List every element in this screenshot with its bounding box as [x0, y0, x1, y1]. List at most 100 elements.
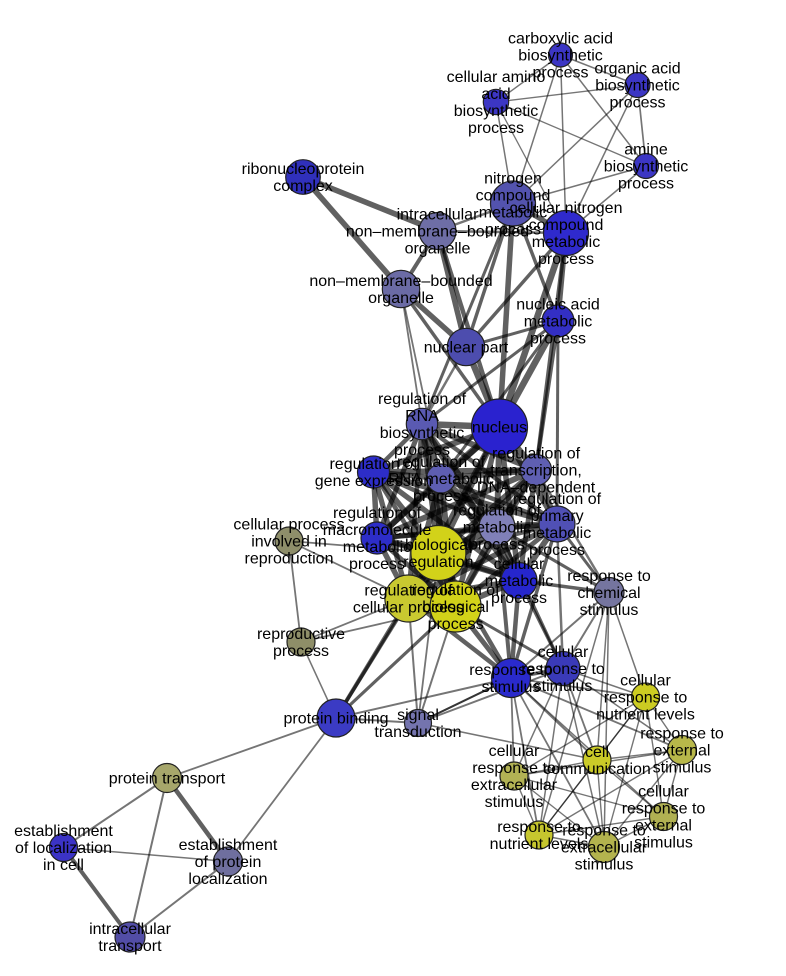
svg-text:external: external [635, 818, 692, 835]
svg-text:stimulus: stimulus [580, 602, 639, 619]
svg-text:in cell: in cell [43, 857, 84, 874]
svg-text:process: process [538, 251, 594, 268]
svg-text:regulation of: regulation of [397, 454, 486, 471]
svg-text:acid: acid [481, 86, 510, 103]
svg-text:response to: response to [521, 661, 605, 678]
svg-text:metabolic: metabolic [485, 573, 553, 590]
svg-text:non–membrane–bounded: non–membrane–bounded [309, 273, 492, 290]
svg-text:extracellular: extracellular [471, 777, 558, 794]
svg-text:cell: cell [585, 744, 609, 761]
svg-text:nucleic acid: nucleic acid [516, 297, 600, 314]
svg-text:primary: primary [530, 508, 583, 525]
svg-text:stimulus: stimulus [534, 678, 593, 695]
svg-text:stimulus: stimulus [575, 857, 634, 874]
svg-text:signal: signal [397, 707, 439, 724]
svg-text:of protein: of protein [195, 854, 262, 871]
svg-text:regulation: regulation [403, 554, 473, 571]
svg-text:response to: response to [562, 823, 646, 840]
svg-text:nucleus: nucleus [472, 420, 527, 437]
svg-text:reproductive: reproductive [257, 626, 345, 643]
svg-text:process: process [485, 222, 541, 239]
svg-text:regulation of: regulation of [492, 446, 581, 463]
svg-text:process: process [609, 95, 665, 112]
svg-text:cellular process: cellular process [233, 517, 344, 534]
svg-text:process: process [491, 590, 547, 607]
svg-text:intracellular: intracellular [89, 921, 171, 938]
svg-text:extracellular: extracellular [561, 840, 648, 857]
svg-text:regulation of: regulation of [329, 456, 418, 473]
svg-text:cellular amino: cellular amino [447, 69, 546, 86]
svg-text:amine: amine [624, 142, 668, 159]
svg-text:response to: response to [469, 662, 553, 679]
svg-text:organic acid: organic acid [594, 61, 680, 78]
svg-text:response to: response to [472, 760, 556, 777]
svg-text:regulation of: regulation of [364, 583, 453, 600]
svg-text:response to: response to [640, 726, 724, 743]
svg-text:regulation of: regulation of [453, 503, 542, 520]
svg-text:metabolic: metabolic [524, 314, 592, 331]
svg-text:non–membrane–bounded: non–membrane–bounded [346, 224, 529, 241]
svg-text:cellular process: cellular process [353, 600, 464, 617]
svg-text:transport: transport [98, 938, 162, 955]
svg-text:compound: compound [529, 217, 604, 234]
svg-text:regulation of: regulation of [513, 491, 602, 508]
svg-text:reproduction: reproduction [245, 551, 334, 568]
svg-text:transcription,: transcription, [490, 463, 582, 480]
svg-text:ribonucleoprotein: ribonucleoprotein [242, 161, 365, 178]
svg-text:communication: communication [543, 761, 651, 778]
svg-text:stimulus: stimulus [634, 835, 693, 852]
svg-text:nutrient levels: nutrient levels [596, 707, 695, 724]
svg-text:metabolic: metabolic [463, 520, 531, 537]
svg-text:macromolecule: macromolecule [323, 522, 432, 539]
svg-text:response to: response to [567, 568, 651, 585]
svg-text:RNA metabolic: RNA metabolic [388, 471, 494, 488]
svg-text:process: process [428, 616, 484, 633]
svg-text:cellular: cellular [638, 784, 689, 801]
svg-text:process: process [394, 442, 450, 459]
svg-text:cellular: cellular [620, 673, 671, 690]
svg-text:metabolic: metabolic [523, 525, 591, 542]
svg-text:protein transport: protein transport [109, 771, 226, 788]
svg-text:cellular nitrogen: cellular nitrogen [510, 200, 623, 217]
svg-text:stimulus: stimulus [653, 760, 712, 777]
svg-text:biological: biological [405, 537, 472, 554]
svg-text:biological: biological [422, 599, 489, 616]
svg-text:process: process [618, 176, 674, 193]
svg-text:metabolic: metabolic [343, 539, 411, 556]
svg-text:biosynthetic: biosynthetic [454, 103, 539, 120]
svg-text:stimulus: stimulus [485, 794, 544, 811]
svg-text:nutrient levels: nutrient levels [490, 836, 589, 853]
svg-text:metabolic: metabolic [532, 234, 600, 251]
svg-text:response to: response to [622, 801, 706, 818]
svg-text:involved in: involved in [251, 534, 327, 551]
svg-text:process: process [349, 556, 405, 573]
svg-text:organelle: organelle [368, 290, 434, 307]
svg-text:biosynthetic: biosynthetic [380, 425, 465, 442]
svg-text:response to: response to [604, 690, 688, 707]
svg-text:process: process [468, 120, 524, 137]
svg-text:process: process [469, 537, 525, 554]
svg-text:process: process [530, 331, 586, 348]
svg-text:chemical: chemical [577, 585, 640, 602]
svg-text:nitrogen: nitrogen [484, 171, 542, 188]
svg-text:localization: localization [188, 871, 267, 888]
svg-text:RNA: RNA [405, 408, 439, 425]
svg-text:cellular: cellular [489, 743, 540, 760]
svg-text:process: process [413, 488, 469, 505]
svg-text:external: external [654, 743, 711, 760]
svg-text:metabolic: metabolic [479, 205, 547, 222]
svg-text:nuclear part: nuclear part [424, 340, 509, 357]
svg-text:cellular: cellular [494, 556, 545, 573]
svg-text:carboxylic acid: carboxylic acid [508, 31, 613, 48]
svg-text:of localization: of localization [15, 840, 112, 857]
svg-text:protein binding: protein binding [284, 711, 389, 728]
svg-text:establishment: establishment [179, 837, 278, 854]
svg-text:regulation of: regulation of [333, 505, 422, 522]
svg-text:biosynthetic: biosynthetic [518, 48, 603, 65]
svg-text:complex: complex [273, 178, 333, 195]
svg-text:process: process [532, 65, 588, 82]
svg-text:intracellular: intracellular [397, 207, 479, 224]
svg-text:establishment: establishment [14, 823, 113, 840]
svg-text:response to: response to [497, 819, 581, 836]
svg-text:regulation of: regulation of [412, 582, 501, 599]
